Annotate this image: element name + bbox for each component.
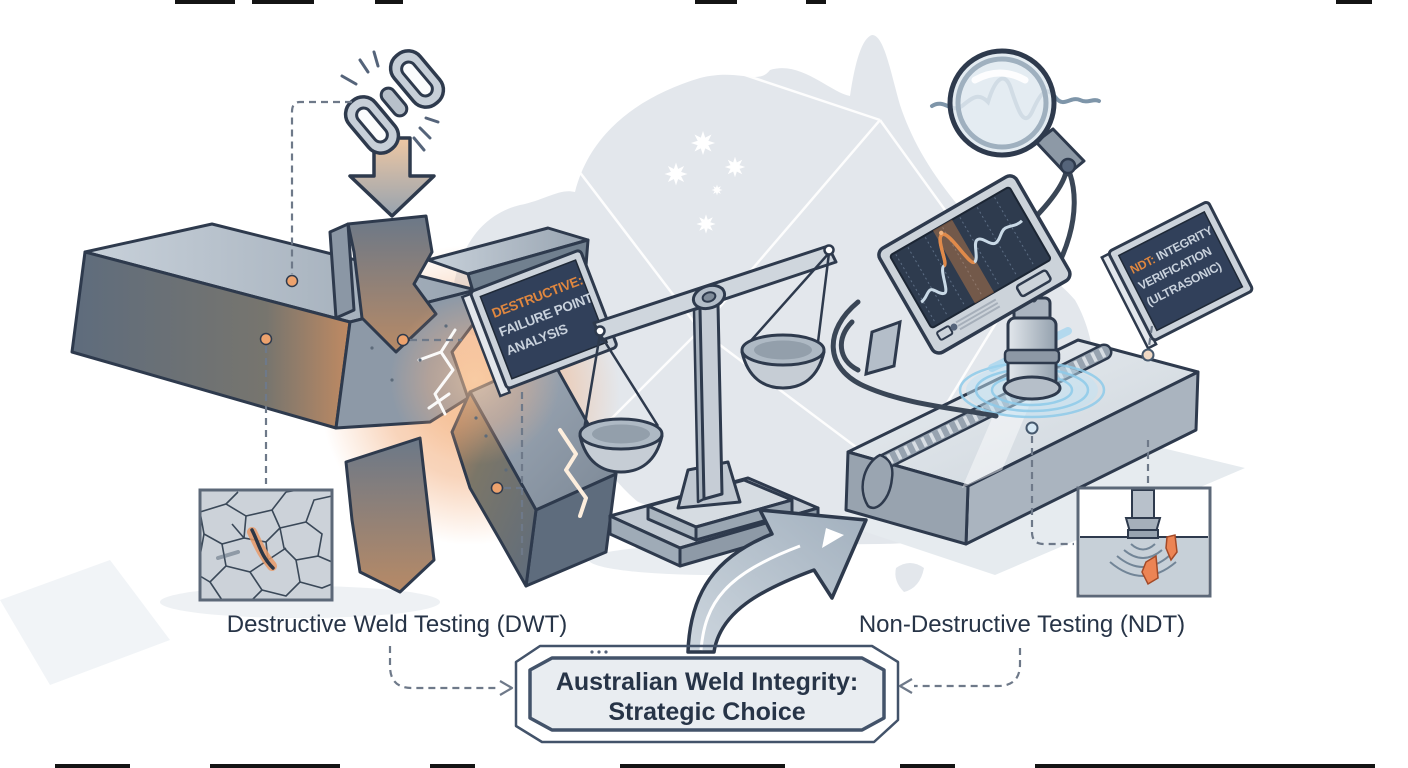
southern-cross-stars	[664, 131, 746, 234]
inset-flaw-1	[1165, 534, 1178, 562]
broken-chain-icon	[340, 49, 446, 155]
connector-lines	[264, 100, 1154, 690]
fracture-speckles	[370, 324, 508, 472]
connector-arrowheads	[499, 678, 913, 696]
bottom-edge-bar	[55, 764, 1375, 768]
callout-dots	[259, 274, 1155, 654]
top-edge-bar	[175, 0, 1372, 4]
decision-banner: Australian Weld Integrity: Strategic Cho…	[514, 644, 900, 744]
balance-scale-icon	[578, 244, 838, 568]
ndt-label: Non-Destructive Testing (NDT)	[859, 611, 1185, 638]
oscilloscope-monitor	[877, 174, 1072, 355]
cable-connector	[1059, 157, 1077, 175]
destructive-sign: DESTRUCTIVE: FAILURE POINT ANALYSIS	[460, 249, 618, 398]
inset-flaw-2	[1141, 554, 1159, 586]
monitor-button	[1015, 269, 1052, 298]
monitor-button-small	[936, 325, 954, 341]
down-arrow-icon	[348, 136, 436, 218]
banner-line2: Strategic Choice	[608, 698, 805, 726]
ultrasonic-probe-icon	[958, 267, 1106, 419]
ndt-sign: NDT: INTEGRITY VERIFICATION (ULTRASONIC)	[1100, 201, 1254, 350]
microstructure-crack-inset	[198, 488, 334, 602]
inset-wave-arcs	[1109, 543, 1177, 577]
magnifier-wave-icon	[930, 48, 1101, 177]
break-spark-lines	[340, 50, 440, 152]
monitor-stand	[864, 319, 902, 377]
ultrasound-flaw-inset	[1076, 486, 1212, 598]
curved-up-arrow-icon	[686, 508, 868, 654]
inset-probe	[1131, 489, 1155, 519]
banner-line1: Australian Weld Integrity:	[556, 668, 858, 696]
dwt-label: Destructive Weld Testing (DWT)	[227, 611, 568, 638]
